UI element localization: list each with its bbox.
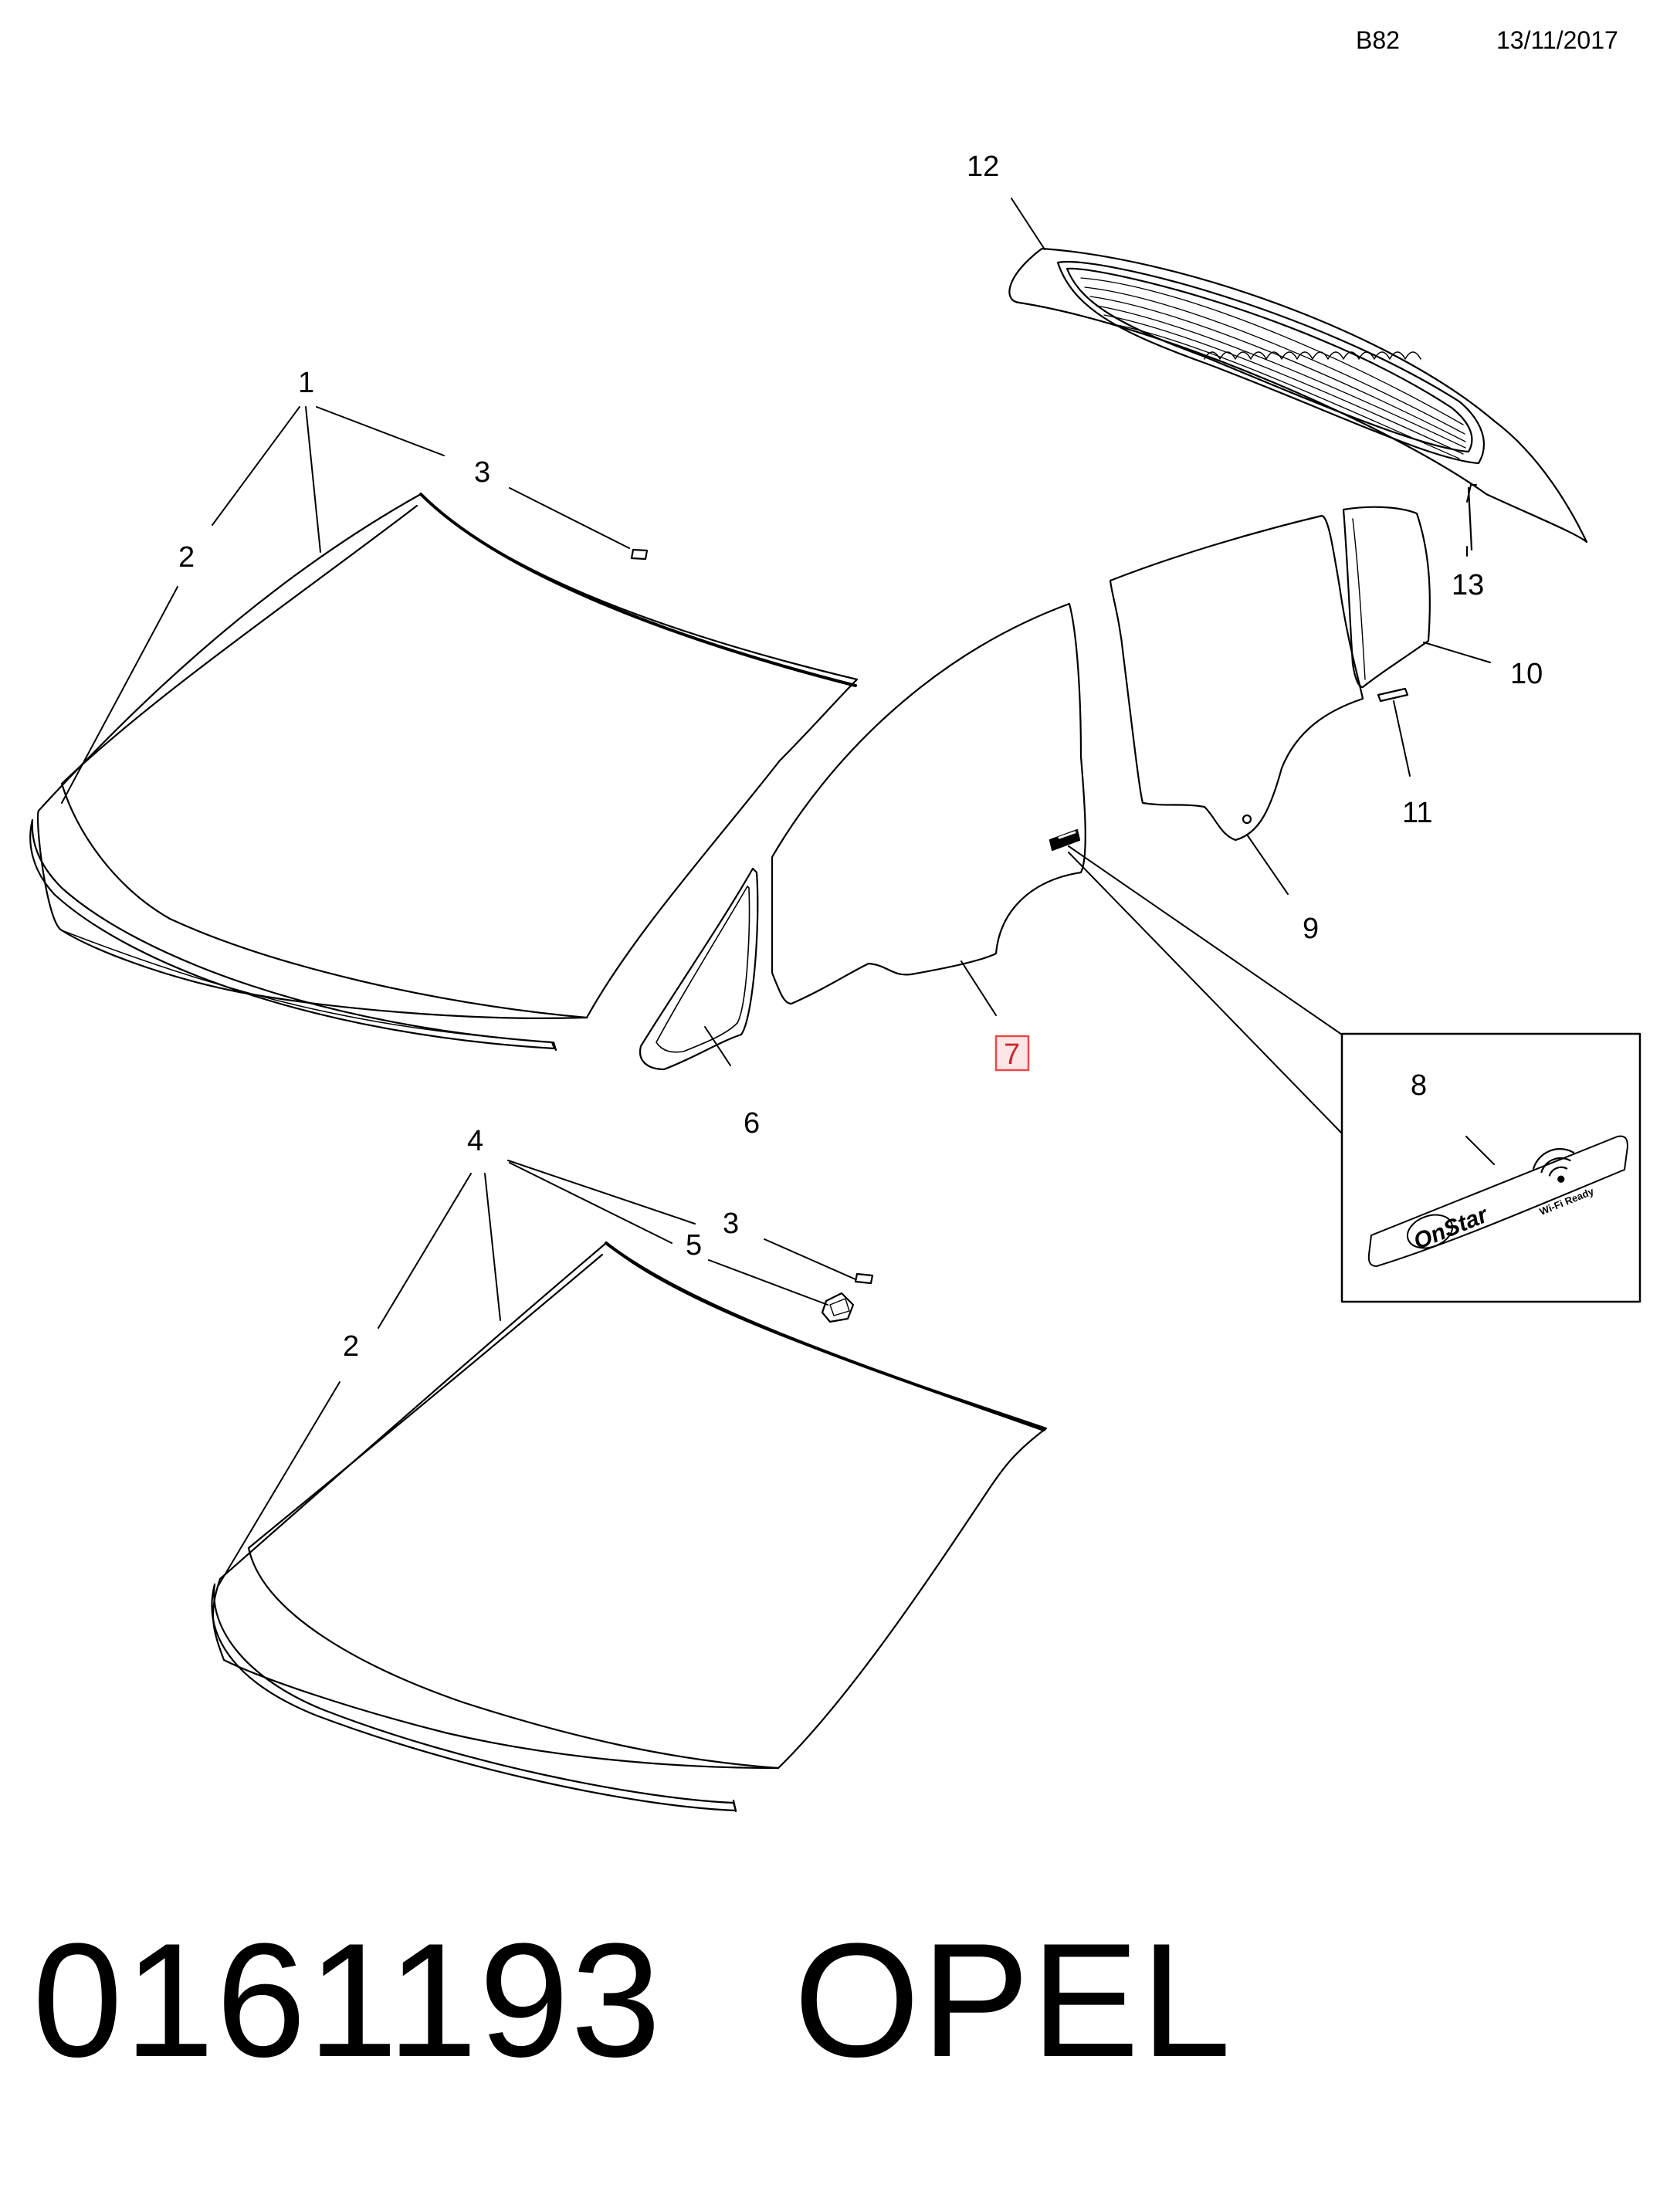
callout-2-lower: 2: [343, 1330, 359, 1363]
page-code: B82: [1356, 26, 1400, 54]
leader-lines: [61, 198, 1495, 1587]
onstar-detail-box: OnStar Wi-Fi Ready: [1340, 1032, 1641, 1303]
part-number: 0161193: [32, 1909, 662, 2091]
callout-1: 1: [298, 367, 314, 399]
windshield-lower: [211, 1241, 1048, 1813]
rear-spoiler-light: [1008, 247, 1588, 551]
callout-11: 11: [1402, 797, 1432, 829]
callout-2-upper: 2: [178, 541, 195, 574]
front-door-glass: [771, 602, 1086, 1005]
windshield-upper: [29, 493, 859, 1052]
callout-3-lower: 3: [723, 1208, 739, 1240]
callout-8: 8: [1411, 1069, 1427, 1102]
brand-name: OPEL: [794, 1909, 1233, 2091]
page-date: 13/11/2017: [1496, 26, 1618, 54]
callout-5: 5: [686, 1229, 702, 1262]
callout-13: 13: [1452, 569, 1484, 601]
wifi-icon: [1532, 1148, 1575, 1183]
rear-quarter-window: [1342, 506, 1431, 703]
callout-10: 10: [1510, 658, 1543, 690]
rear-door-glass: [1109, 514, 1364, 842]
callout-12: 12: [967, 151, 999, 183]
callout-9: 9: [1303, 913, 1319, 945]
front-quarter-window: [639, 867, 759, 1071]
callout-3-upper: 3: [474, 456, 490, 489]
decal-logo-text: OnStar: [1410, 1201, 1492, 1255]
callout-7: 7: [1004, 1038, 1020, 1071]
callout-4: 4: [467, 1125, 483, 1157]
callout-labels: 1 2 3 12 13 10 11 9 6 8 4 3 5 2 7: [178, 151, 1543, 1363]
callout-7-highlight[interactable]: 7: [994, 1035, 1030, 1072]
callout-6: 6: [744, 1107, 760, 1140]
